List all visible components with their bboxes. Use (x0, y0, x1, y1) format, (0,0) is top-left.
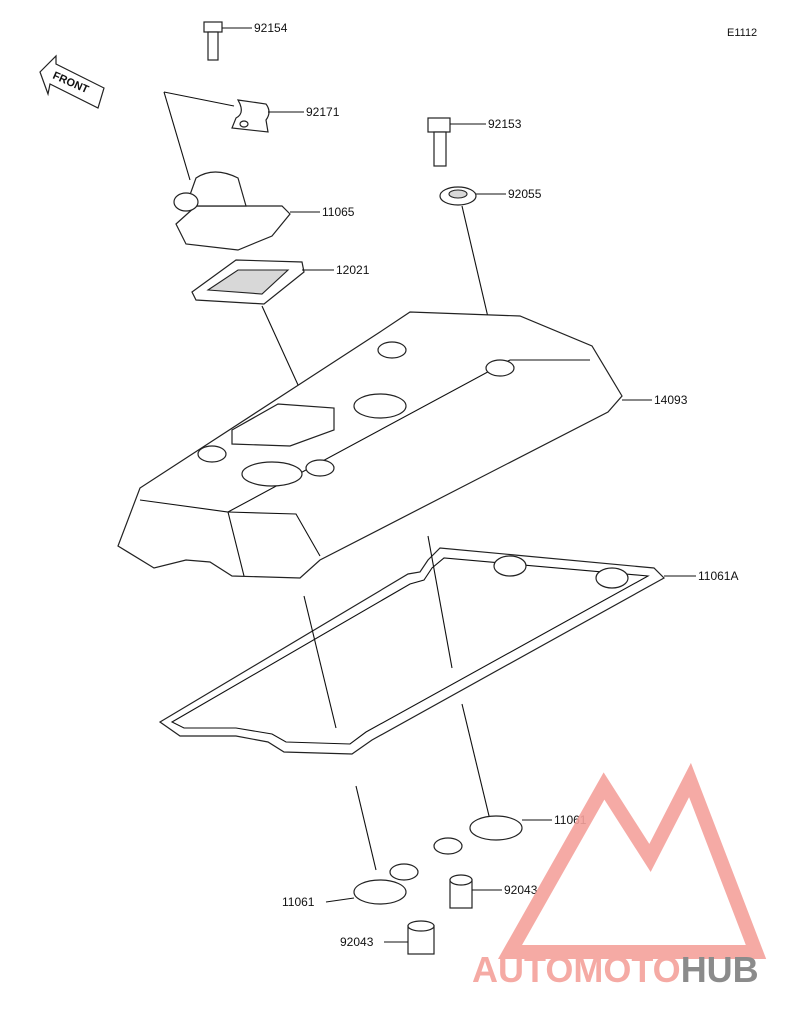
dowel-92043-left (384, 920, 435, 955)
label-92153: 92153 (488, 117, 522, 131)
label-12021: 12021 (336, 263, 370, 277)
label-92043-left: 92043 (340, 935, 374, 949)
front-arrow-icon: FRONT (39, 54, 105, 109)
breather-cover-11065 (173, 171, 320, 251)
reed-plate-12021 (191, 259, 334, 305)
dowel-92043-right (449, 874, 502, 909)
plug-gasket-11061-left (325, 863, 419, 905)
watermark-hub: HUB (681, 949, 759, 990)
label-92043-right: 92043 (504, 883, 538, 897)
label-92154: 92154 (254, 21, 288, 35)
plug-gasket-11061-right (433, 815, 552, 855)
cylinder-head-cover-14093 (117, 311, 652, 579)
automotohub-watermark-logo: AUTOMOTOHUB (472, 762, 767, 990)
diagram-code: E1112 (727, 27, 757, 39)
grommet-92055 (439, 186, 506, 206)
watermark-auto: AUTO (472, 949, 573, 990)
svg-text:AUTOMOTOHUB: AUTOMOTOHUB (472, 949, 759, 990)
cover-gasket-11061A (158, 547, 696, 755)
label-11065: 11065 (322, 205, 355, 219)
label-92055: 92055 (508, 187, 542, 201)
bolt-92153 (427, 117, 486, 167)
label-14093: 14093 (654, 393, 688, 407)
label-11061-left: 11061 (282, 895, 315, 909)
label-11061A: 11061A (698, 569, 738, 583)
clamp-92171 (231, 99, 304, 133)
label-92171: 92171 (306, 105, 340, 119)
bolt-92154 (203, 21, 252, 61)
watermark-moto: MOTO (573, 949, 680, 990)
